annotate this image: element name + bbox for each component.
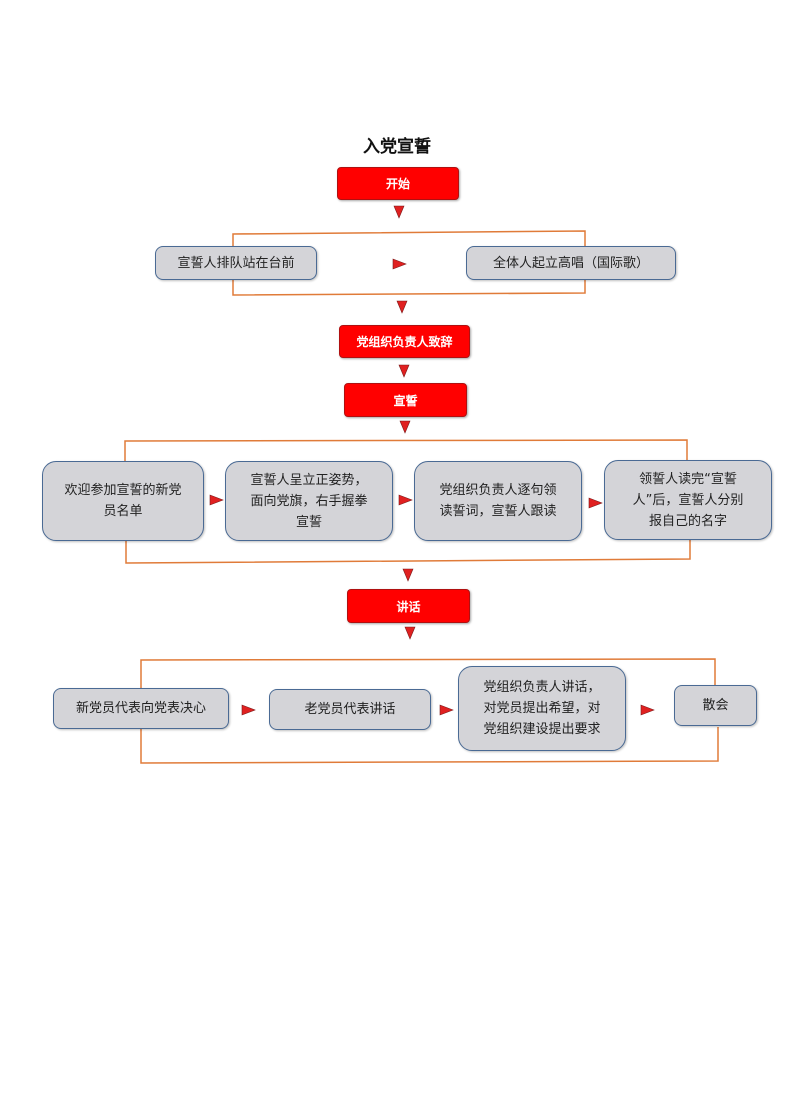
arrow-right-g3-3 — [640, 704, 655, 716]
g2-box-lead-reading-label: 党组织负责人逐句领 读誓词，宣誓人跟读 — [439, 483, 557, 519]
group3-frame — [140, 658, 716, 688]
g3-box-adjourn-label: 散会 — [702, 698, 729, 713]
group1-frame — [232, 230, 586, 248]
arrow-right-g2-3 — [588, 497, 603, 509]
g2-box-stance-label: 宣誓人呈立正姿势， 面向党旗，右手握拳 宣誓 — [250, 472, 368, 530]
g2-box-welcome: 欢迎参加宣誓的新党 员名单 — [42, 461, 204, 541]
g3-box-new-member-pledge: 新党员代表向党表决心 — [53, 688, 229, 729]
group2-frame-bottom — [125, 538, 691, 564]
arrow-down-5 — [402, 568, 414, 582]
arrow-down-2 — [396, 300, 408, 314]
step-oath-label: 宣誓 — [393, 393, 418, 408]
g2-box-stance: 宣誓人呈立正姿势， 面向党旗，右手握拳 宣誓 — [225, 461, 393, 541]
group3-frame-bottom — [140, 727, 719, 764]
g3-box-veteran-speech-label: 老党员代表讲话 — [304, 702, 396, 717]
g1-box-line-up-label: 宣誓人排队站在台前 — [177, 255, 295, 271]
arrow-down-6 — [404, 626, 416, 640]
group1-frame-bottom — [232, 278, 586, 296]
arrow-down-3 — [398, 364, 410, 378]
arrow-down-4 — [399, 420, 411, 434]
g2-box-state-names: 领誓人读完“宣誓 人”后，宣誓人分别 报自己的名字 — [604, 460, 772, 540]
arrow-right-g3-2 — [439, 704, 454, 716]
arrow-right-g3-1 — [241, 704, 256, 716]
g1-box-sing-anthem-label: 全体人起立高唱（国际歌） — [492, 255, 649, 271]
arrow-right-g1 — [392, 258, 407, 270]
g2-box-state-names-label: 领誓人读完“宣誓 人”后，宣誓人分别 报自己的名字 — [632, 471, 744, 529]
g2-box-lead-reading: 党组织负责人逐句领 读誓词，宣誓人跟读 — [414, 461, 582, 541]
g3-box-leader-speech-label: 党组织负责人讲话， 对党员提出希望，对 党组织建设提出要求 — [483, 680, 601, 737]
step-start-label: 开始 — [385, 177, 410, 191]
step-speech: 讲话 — [347, 589, 470, 623]
arrow-right-g2-2 — [398, 494, 413, 506]
step-oath: 宣誓 — [344, 383, 467, 417]
g3-box-veteran-speech: 老党员代表讲话 — [269, 689, 431, 730]
g2-box-welcome-label: 欢迎参加宣誓的新党 员名单 — [64, 483, 182, 519]
g1-box-sing-anthem: 全体人起立高唱（国际歌） — [466, 246, 676, 280]
page-title: 入党宣誓 — [363, 137, 431, 157]
group2-frame — [124, 439, 688, 463]
arrow-down-1 — [393, 205, 405, 219]
step-leader-speech: 党组织负责人致辞 — [339, 325, 470, 358]
step-speech-label: 讲话 — [396, 599, 421, 614]
g1-box-line-up: 宣誓人排队站在台前 — [155, 246, 317, 280]
step-leader-speech-label: 党组织负责人致辞 — [356, 335, 453, 349]
step-start: 开始 — [337, 167, 459, 200]
g3-box-leader-speech: 党组织负责人讲话， 对党员提出希望，对 党组织建设提出要求 — [458, 666, 626, 751]
g3-box-adjourn: 散会 — [674, 685, 757, 726]
arrow-right-g2-1 — [209, 494, 224, 506]
g3-box-new-member-pledge-label: 新党员代表向党表决心 — [75, 701, 206, 716]
